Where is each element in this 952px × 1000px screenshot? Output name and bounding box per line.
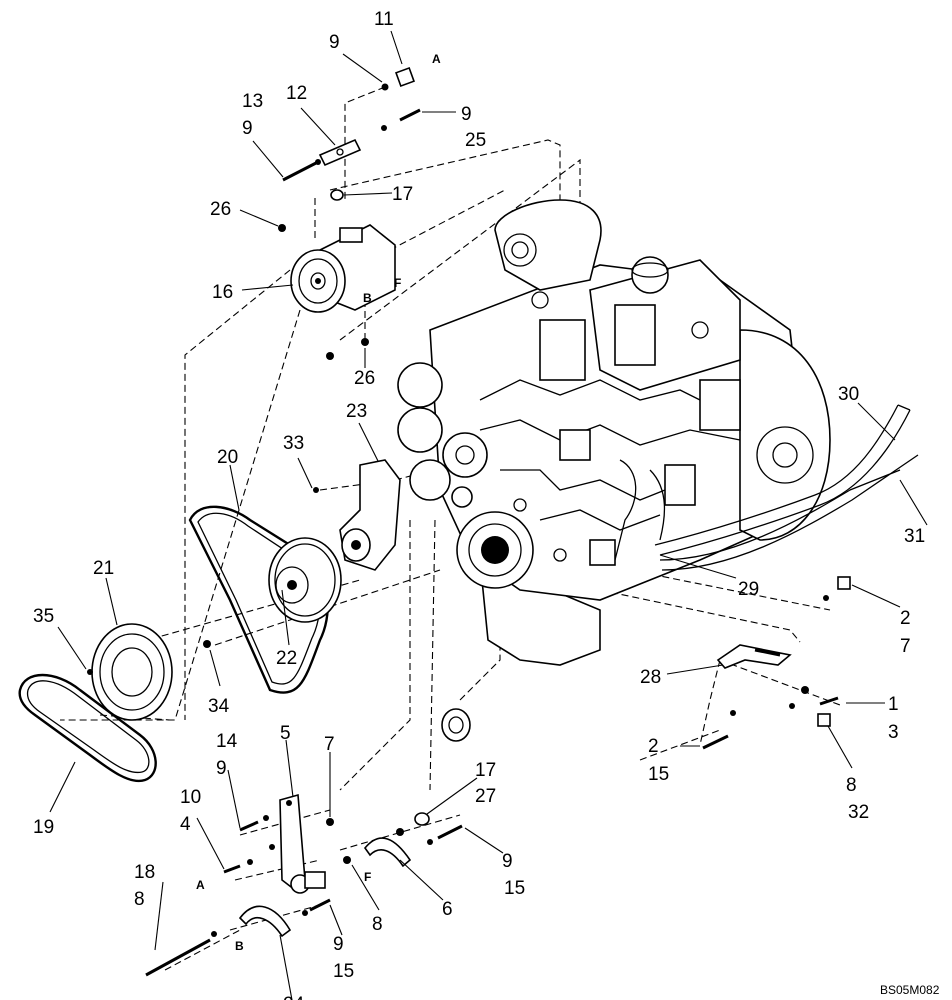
ref-letter-f: F (364, 870, 371, 884)
callout-20: 20 (217, 447, 238, 468)
callout-10: 10 (180, 787, 201, 808)
callout-8: 8 (372, 914, 383, 935)
callout-17: 17 (475, 760, 496, 781)
callout-6: 6 (442, 899, 453, 920)
leader-lines (49, 30, 928, 1000)
callout-8: 8 (846, 775, 857, 796)
small-hardware (145, 812, 463, 977)
callout-11: 11 (374, 9, 394, 30)
callout-26: 26 (354, 368, 375, 389)
reference-letters: A A F F B B (196, 52, 441, 953)
callout-15: 15 (648, 764, 669, 785)
callout-4: 4 (180, 814, 191, 835)
callout-15: 15 (333, 961, 354, 982)
callout-9: 9 (333, 934, 344, 955)
callout-22: 22 (276, 648, 297, 669)
callout-14: 14 (216, 731, 238, 752)
callout-7: 7 (324, 734, 335, 755)
callout-12: 12 (286, 83, 307, 104)
callout-5: 5 (280, 723, 291, 744)
callout-9: 9 (502, 851, 513, 872)
callout-19: 19 (33, 817, 54, 838)
callout-2: 2 (900, 608, 911, 629)
callout-15: 15 (504, 878, 525, 899)
bolt-34 (203, 640, 211, 648)
callout-34: 34 (208, 696, 230, 717)
callout-9: 9 (216, 758, 227, 779)
belt-19 (18, 673, 157, 783)
right-hardware (702, 576, 851, 750)
pulley-21 (87, 623, 173, 721)
callout-29: 29 (738, 579, 759, 600)
callout-2: 2 (648, 736, 659, 757)
bracket-6 (363, 837, 412, 868)
callout-8: 8 (134, 889, 145, 910)
callout-26: 26 (210, 199, 231, 220)
callout-16: 16 (212, 282, 233, 303)
ref-letter-b: B (363, 291, 372, 305)
callout-27: 27 (475, 786, 496, 807)
callout-25: 25 (465, 130, 486, 151)
callout-35: 35 (33, 606, 54, 627)
ac-compressor (278, 224, 396, 360)
figure-code: BS05M082 (880, 983, 940, 997)
callout-3: 3 (888, 722, 899, 743)
callout-13: 13 (242, 91, 263, 112)
idler-pulley (441, 708, 471, 742)
callout-23: 23 (346, 401, 367, 422)
ref-letter-f: F (394, 276, 401, 290)
callout-1: 1 (888, 694, 899, 715)
pulley-22 (268, 537, 342, 623)
callout-17: 17 (392, 184, 413, 205)
callout-9: 9 (242, 118, 253, 139)
bracket-23 (313, 459, 401, 571)
ref-letter-b: B (235, 939, 244, 953)
callout-21: 21 (93, 558, 114, 579)
hose-30-31 (654, 404, 919, 571)
callout-24: 24 (283, 994, 305, 1000)
callout-numbers: 11 9 13 12 9 9 25 17 26 16 26 23 33 20 3… (33, 9, 925, 1000)
callout-28: 28 (640, 667, 661, 688)
callout-18: 18 (134, 862, 155, 883)
callout-9: 9 (461, 104, 472, 125)
callout-31: 31 (904, 526, 925, 547)
callout-30: 30 (838, 384, 859, 405)
callout-7: 7 (900, 636, 911, 657)
compressor-mount-hardware (282, 67, 421, 201)
bracket-24 (238, 905, 292, 938)
tensioner-bracket-5 (269, 793, 326, 894)
ref-letter-a: A (196, 878, 205, 892)
callout-33: 33 (283, 433, 304, 454)
bracket-28 (716, 644, 792, 669)
engine-assembly (397, 199, 831, 666)
ref-letter-a: A (432, 52, 441, 66)
callout-9: 9 (329, 32, 340, 53)
callout-32: 32 (848, 802, 869, 823)
